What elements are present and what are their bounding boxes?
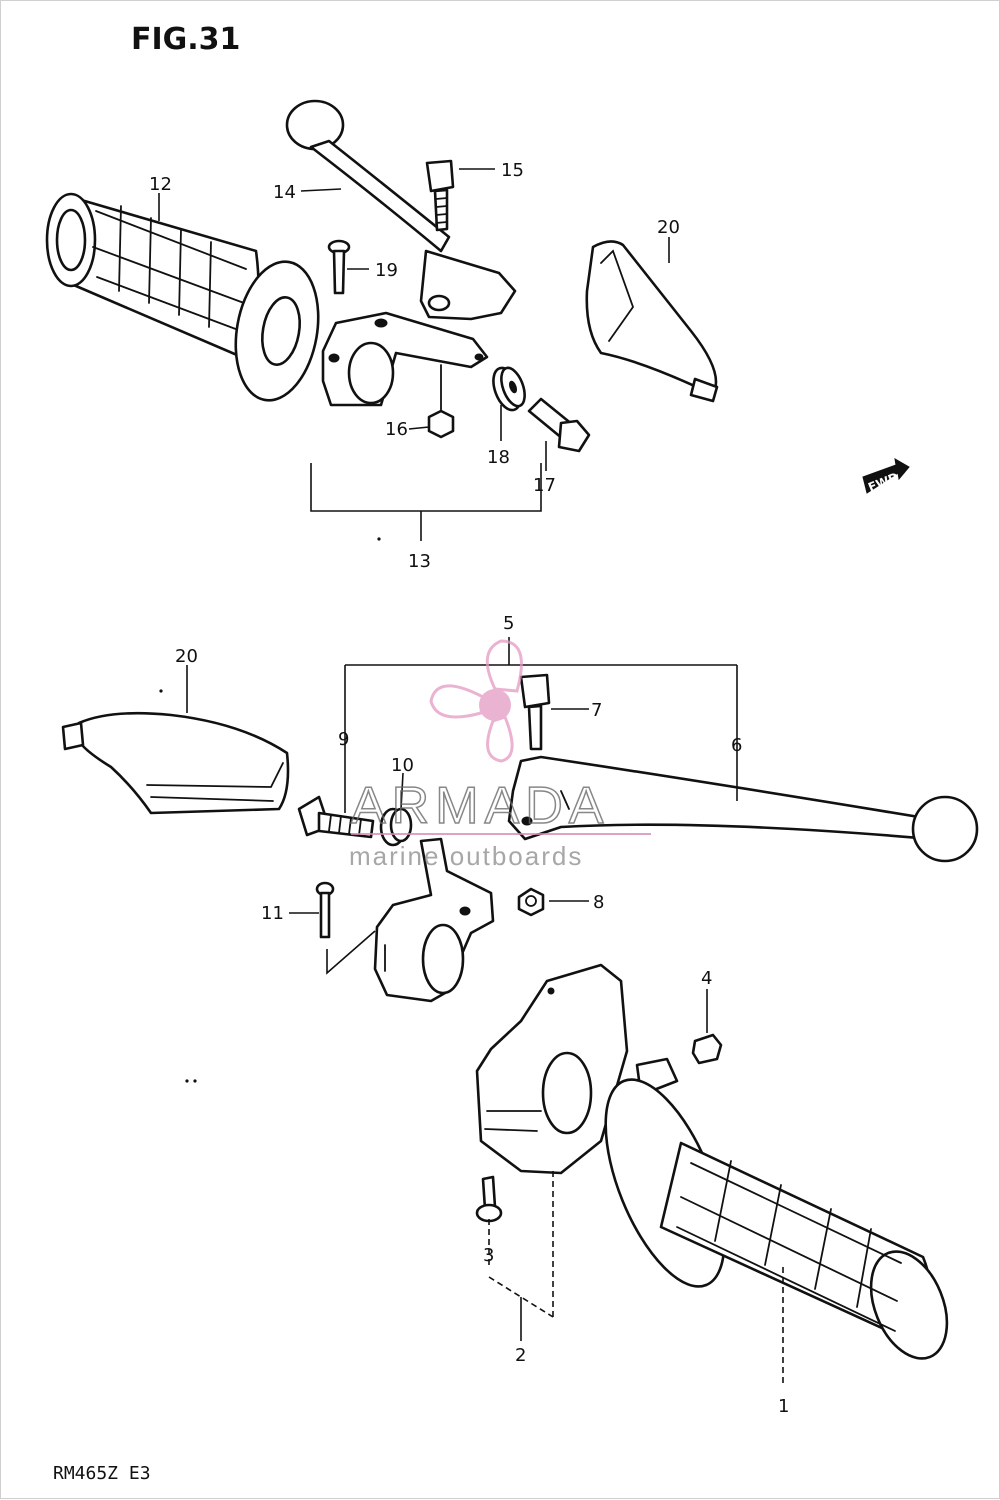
- callout-18: 18: [487, 447, 510, 468]
- throttle-grip-part: [604, 1057, 949, 1360]
- grip-left-part: [45, 192, 320, 402]
- scan-speck: [185, 1079, 189, 1083]
- nut-16-part: [427, 409, 455, 439]
- callout-3: 3: [483, 1245, 494, 1266]
- screw-11-part: [315, 881, 335, 939]
- forward-marker: FWD: [862, 458, 910, 495]
- leader-11-to-holder: [326, 930, 376, 975]
- forward-arrow-icon: [862, 458, 910, 494]
- figure-title: FIG.31: [131, 22, 240, 57]
- propeller-logo-icon: [429, 639, 523, 763]
- leader-10: [400, 772, 404, 810]
- callout-8: 8: [593, 892, 604, 913]
- lever-boot-lower-part: [61, 711, 290, 815]
- callout-17: 17: [533, 475, 556, 496]
- watermark-tagline: marine outboards: [349, 841, 583, 871]
- throttle-housing-part: [475, 963, 629, 1175]
- adjuster-bolt-9-part: [297, 795, 375, 839]
- callout-5: 5: [503, 613, 514, 634]
- callout-16: 16: [385, 419, 408, 440]
- bolt-7-part: [519, 673, 551, 751]
- screw-19-part: [327, 239, 351, 295]
- model-code: RM465Z E3: [53, 1463, 151, 1484]
- lever-holder-upper-part: [321, 311, 489, 412]
- callout-9: 9: [338, 729, 349, 750]
- callout-19: 19: [375, 260, 398, 281]
- scan-speck: [377, 537, 381, 541]
- callout-11: 11: [261, 903, 284, 924]
- callout-10: 10: [391, 755, 414, 776]
- leader-14: [300, 188, 342, 192]
- callout-4: 4: [701, 968, 712, 989]
- callout-20-lower: 20: [175, 646, 198, 667]
- callout-12: 12: [149, 174, 172, 195]
- watermark-brand: ARMADA: [351, 777, 609, 835]
- assembly-5-bracket-sides: [344, 665, 738, 729]
- adjuster-bolt-17-part: [527, 397, 591, 453]
- lever-boot-upper-part: [585, 240, 719, 403]
- callout-6: 6: [731, 735, 742, 756]
- callout-20-upper: 20: [657, 217, 680, 238]
- bolt-15-part: [425, 159, 455, 232]
- adjuster-nut-18-part: [492, 366, 526, 412]
- callout-2: 2: [515, 1345, 526, 1366]
- assembly-13-bracket: [310, 463, 542, 512]
- leader-16: [408, 426, 430, 430]
- nut-8-part: [517, 887, 545, 917]
- watermark: ARMADA marine outboards: [349, 639, 651, 871]
- callout-14: 14: [273, 182, 296, 203]
- block-4-part: [691, 1033, 723, 1065]
- callout-1: 1: [778, 1396, 789, 1417]
- callout-13: 13: [408, 551, 431, 572]
- callout-7: 7: [591, 700, 602, 721]
- lever-lower-part: [507, 755, 979, 863]
- lever-holder-lower-part: [373, 837, 495, 1003]
- scan-speck: [193, 1079, 197, 1083]
- lever-upper-part: [285, 99, 517, 321]
- callout-15: 15: [501, 160, 524, 181]
- scan-speck: [159, 689, 163, 693]
- screw-3-part: [475, 1175, 503, 1223]
- assembly-2-bracket: [488, 1171, 554, 1318]
